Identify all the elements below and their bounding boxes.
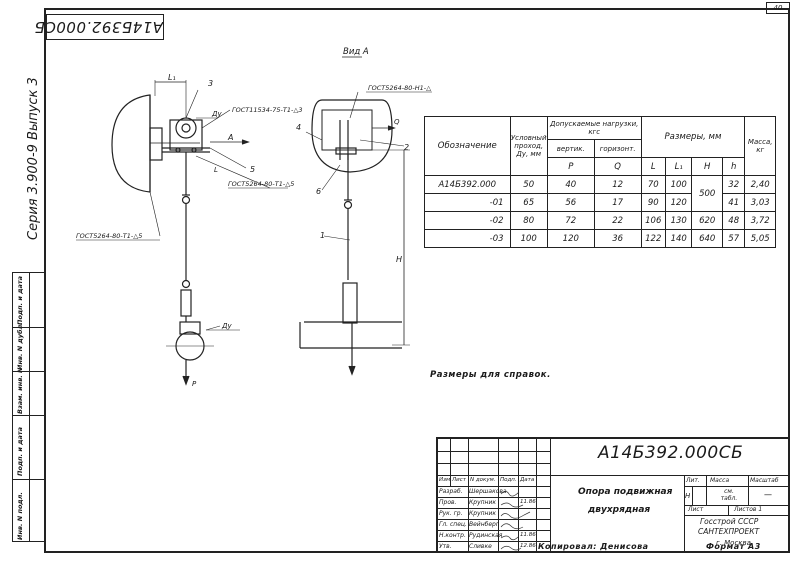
- org-line-1: Госстрой СССР: [700, 517, 759, 526]
- reference-note: Размеры для справок.: [430, 370, 551, 380]
- hdr-loads: Допускаемые нагрузки, кгс: [546, 116, 642, 140]
- table-row: -02 80 72 22 106 130 620 48 3,72: [424, 211, 776, 230]
- gost-callout-4: ГОСТ5264-80-Н1-△: [368, 84, 431, 92]
- strip-cell: Взам. инв. N: [13, 368, 45, 415]
- role-approved: Утв.: [439, 543, 452, 550]
- callout-5: 5: [250, 165, 255, 174]
- callout-6: 6: [316, 187, 321, 196]
- hdr-mass: Масса, кг: [744, 116, 776, 176]
- top-clamp: [175, 117, 197, 139]
- role-chief-spec: Гл. спец.: [439, 521, 467, 528]
- hdr-h-small: h: [721, 157, 746, 176]
- product-name-2: двухрядная: [588, 505, 651, 515]
- hdr-p: P: [546, 157, 595, 176]
- org-line-2: САНТЕХПРОЕКТ: [698, 527, 760, 536]
- gost-callout-2: ГОСТ5264-80-Т1-△5: [228, 180, 294, 188]
- hdr-designation: Обозначение: [424, 116, 511, 176]
- support-plate: [149, 127, 163, 161]
- gost-callout-1: ГОСТ11534-75-Т1-△3: [232, 106, 302, 114]
- copied-by: Копировал: Денисова: [538, 542, 649, 551]
- table-row: -01 65 56 17 90 120 41 3,03: [424, 193, 776, 212]
- hdr-l1: L₁: [664, 157, 693, 176]
- table-row: -03 100 120 36 122 140 640 57 5,05: [424, 229, 776, 248]
- title-doc-code: А14Б392.000СБ: [598, 443, 744, 463]
- signature-marks: [500, 491, 531, 551]
- gost-callout-3: ГОСТ5264-80-Т1-△5: [76, 232, 142, 240]
- left-stamp-strip: Подп. и дата Инв. N дубл. Взам. инв. N П…: [12, 272, 45, 543]
- hdr-vertical: вертик.: [546, 139, 595, 158]
- title-block: А14Б392.000СБ Изм Лист N докум. Подп. Да…: [436, 437, 790, 553]
- dim-l1: L₁: [168, 73, 176, 82]
- label-du-top: Ду: [211, 110, 222, 118]
- hdr-horizontal: горизонт.: [593, 139, 642, 158]
- strip-cell: Подп. и дата: [13, 415, 45, 479]
- drawing-frame: [44, 8, 790, 553]
- label-p: P: [192, 380, 197, 388]
- label-q: Q: [394, 118, 400, 126]
- hdr-h-big: H: [691, 157, 723, 176]
- sheet-format: Формат А3: [706, 542, 761, 551]
- callout-4: 4: [296, 123, 301, 132]
- callout-3: 3: [208, 79, 213, 88]
- hdr-dims: Размеры, мм: [640, 116, 746, 158]
- arrow-a: А: [227, 133, 233, 142]
- label-du-bottom: Ду: [221, 322, 232, 330]
- hdr-q: Q: [593, 157, 642, 176]
- strip-cell: Инв. N подл.: [13, 479, 45, 543]
- strip-cell: Инв. N дубл.: [13, 322, 45, 371]
- role-group-lead: Рук. гр.: [439, 510, 463, 517]
- pipe-dome: [111, 94, 151, 193]
- role-developer: Разраб.: [439, 488, 463, 495]
- hdr-bore: Условный проход, Ду, мм: [509, 116, 548, 176]
- sheet-number: 40: [766, 2, 790, 14]
- view-label: Вид А: [343, 47, 369, 57]
- callout-1: 1: [320, 231, 325, 240]
- table-row: А14Б392.000 50 40 12 70 100 500 32 2,40: [424, 175, 776, 212]
- org-line-3: г. Москва: [716, 539, 751, 547]
- dim-h: H: [396, 255, 402, 264]
- spec-table: Обозначение Условный проход, Ду, мм Допу…: [424, 116, 776, 248]
- callout-2: 2: [404, 143, 409, 152]
- role-checker: Пров.: [439, 499, 457, 506]
- dim-l: L: [214, 166, 218, 174]
- hdr-l: L: [640, 157, 666, 176]
- product-name-1: Опора подвижная: [578, 487, 673, 497]
- role-norm-control: Н.контр.: [439, 532, 466, 539]
